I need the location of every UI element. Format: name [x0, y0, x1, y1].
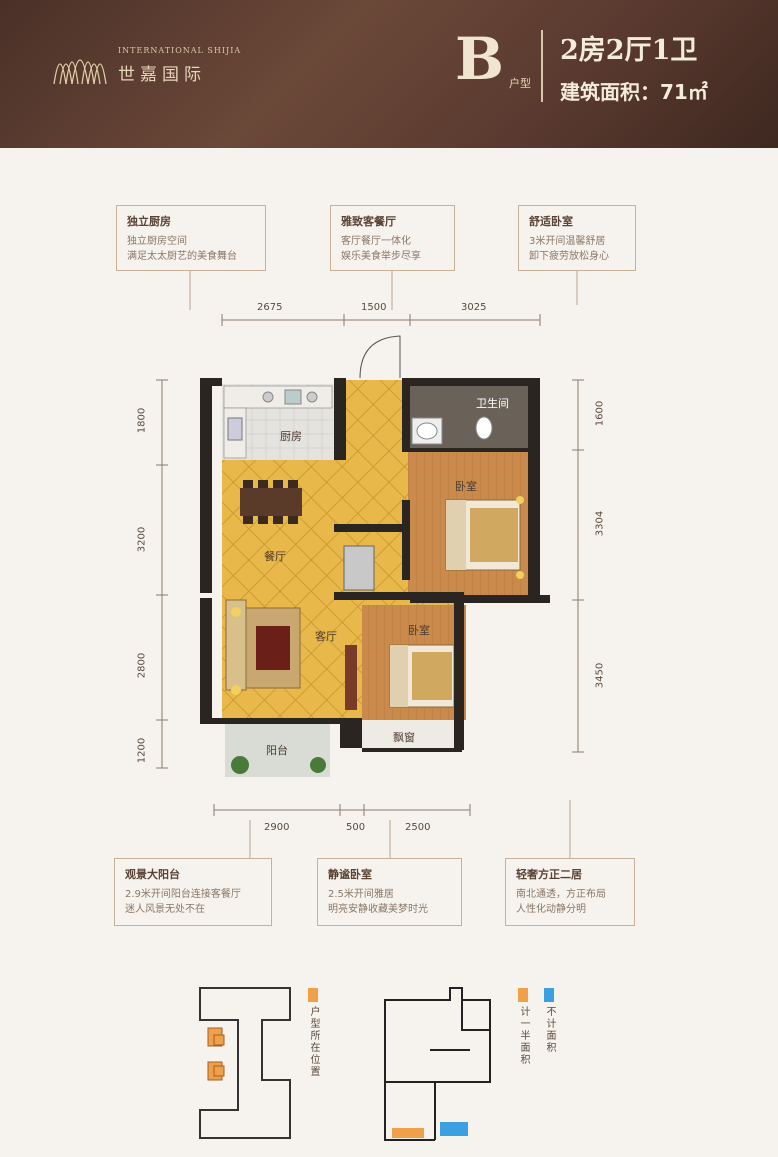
dim-top-2: 1500 — [361, 302, 387, 313]
header-banner: INTERNATIONAL SHIJIA 世嘉国际 B 户型 2房2厅1卫 建筑… — [0, 0, 778, 148]
callout-line: 娱乐美食举步尽享 — [341, 251, 421, 262]
callout-line: 满足太太厨艺的美食舞台 — [127, 251, 237, 262]
room-label-kitchen: 厨房 — [280, 430, 302, 443]
floor-area: 建筑面积：71㎡ — [560, 80, 708, 104]
dim-left-2: 3200 — [136, 526, 148, 553]
callout-line: 人性化动静分明 — [516, 904, 586, 915]
callout-title: 静谧卧室 — [328, 868, 372, 881]
callout-balcony: 观景大阳台 2.9米开间阳台连接客餐厅 迷人风景无处不在 — [114, 858, 272, 926]
dim-right-2: 3304 — [594, 510, 606, 537]
dim-right-3: 3450 — [594, 662, 606, 689]
callout-bedroom: 舒适卧室 3米开间温馨舒居 卸下疲劳放松身心 — [518, 205, 636, 271]
callout-line: 3米开间温馨舒居 — [529, 236, 606, 247]
legend-no-area: 不计面积 — [544, 1006, 555, 1054]
room-label-living: 客厅 — [315, 630, 337, 643]
legend-location: 户型所在位置 — [308, 1006, 319, 1078]
callout-title: 轻奢方正二居 — [516, 868, 582, 881]
dim-right-1: 1600 — [594, 400, 606, 427]
dim-top-3: 3025 — [461, 302, 487, 313]
callout-line: 客厅餐厅一体化 — [341, 236, 411, 247]
callout-line: 迷人风景无处不在 — [125, 904, 205, 915]
callout-line: 卸下疲劳放松身心 — [529, 251, 609, 262]
callout-title: 独立厨房 — [127, 215, 171, 228]
brand-name-cn: 世嘉国际 — [118, 65, 206, 85]
callout-line: 2.9米开间阳台连接客餐厅 — [125, 889, 241, 900]
callout-quiet-bedroom: 静谧卧室 2.5米开间雅居 明亮安静收藏美梦时光 — [317, 858, 462, 926]
legend-half-area: 计一半面积 — [518, 1006, 529, 1066]
dim-bottom-1: 2900 — [264, 822, 290, 833]
callout-line: 明亮安静收藏美梦时光 — [328, 904, 428, 915]
brand-logo-icon — [53, 59, 107, 85]
room-label-bay-window: 飘窗 — [393, 731, 415, 744]
room-label-bathroom: 卫生间 — [476, 397, 509, 410]
callout-kitchen: 独立厨房 独立厨房空间 满足太太厨艺的美食舞台 — [116, 205, 266, 271]
callout-living-dining: 雅致客餐厅 客厅餐厅一体化 娱乐美食举步尽享 — [330, 205, 455, 271]
unit-letter: B — [455, 25, 505, 93]
room-label-dining: 餐厅 — [264, 550, 286, 563]
callout-line: 2.5米开间雅居 — [328, 889, 394, 900]
header-divider — [541, 30, 543, 102]
callout-line: 南北通透，方正布局 — [516, 889, 606, 900]
room-label-bedroom-1: 卧室 — [455, 480, 477, 493]
dim-left-3: 2800 — [136, 652, 148, 679]
dim-bottom-2: 500 — [346, 822, 366, 833]
dim-bottom-3: 2500 — [405, 822, 431, 833]
dim-left-1: 1800 — [136, 407, 148, 434]
callout-line: 独立厨房空间 — [127, 236, 187, 247]
dim-left-4: 1200 — [136, 737, 148, 764]
room-label-bedroom-2: 卧室 — [408, 624, 430, 637]
callout-title: 观景大阳台 — [125, 868, 180, 881]
dim-top-1: 2675 — [257, 302, 283, 313]
room-label-balcony: 阳台 — [266, 744, 288, 757]
unit-label: 户型 — [509, 77, 531, 90]
room-type-title: 2房2厅1卫 — [560, 35, 698, 66]
brand-name-en: INTERNATIONAL SHIJIA — [118, 46, 242, 55]
callout-title: 舒适卧室 — [529, 215, 573, 228]
callout-title: 雅致客餐厅 — [341, 215, 396, 228]
callout-layout: 轻奢方正二居 南北通透，方正布局 人性化动静分明 — [505, 858, 635, 926]
